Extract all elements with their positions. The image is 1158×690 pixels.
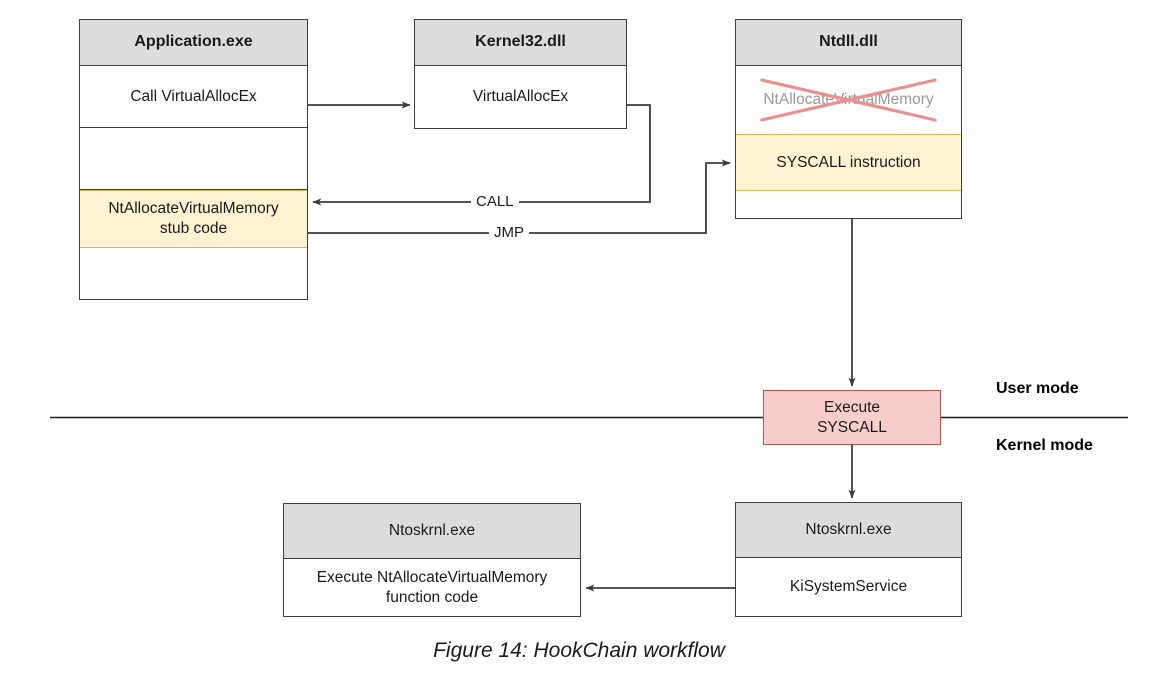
edge-label-jmp: JMP (489, 224, 529, 241)
application-row-empty-2 (80, 248, 307, 299)
edge-label-call: CALL (471, 193, 519, 210)
ntoskrnl-left-body-line-2: function code (385, 588, 479, 606)
application-stub-line-2: stub code (159, 220, 228, 237)
label-kernel-mode: Kernel mode (996, 437, 1093, 454)
label-user-mode: User mode (996, 380, 1079, 397)
edge-label-jmp-text: JMP (494, 224, 524, 241)
edge-stub-jmp-to-ntdll (308, 159, 731, 234)
kernel32-row-virtualallocex[interactable]: VirtualAllocEx (472, 88, 569, 106)
edge-label-call-text: CALL (476, 193, 514, 210)
kernel32-dll-title: Kernel32.dll (415, 20, 626, 66)
execute-syscall-line-2: SYSCALL (817, 418, 887, 436)
ntdll-row-empty (736, 191, 961, 218)
ntdll-row-syscall-instruction[interactable]: SYSCALL instruction (736, 134, 961, 191)
figure-caption: Figure 14: HookChain workflow (433, 639, 725, 662)
strikeout-cross-icon (760, 78, 937, 122)
ntoskrnl-left-title: Ntoskrnl.exe (284, 504, 580, 559)
box-ntdll-dll[interactable]: Ntdll.dll NtAllocateVirtualMemory SYSCAL… (735, 19, 962, 219)
box-execute-syscall[interactable]: Execute SYSCALL (763, 390, 941, 445)
ntdll-row-hooked-function[interactable]: NtAllocateVirtualMemory (736, 66, 961, 134)
box-ntoskrnl-exe-right[interactable]: Ntoskrnl.exe KiSystemService (735, 502, 962, 617)
application-row-empty-1 (80, 128, 307, 190)
execute-syscall-line-1: Execute (823, 399, 880, 417)
application-row-stub-code[interactable]: NtAllocateVirtualMemory stub code (80, 190, 307, 248)
ntoskrnl-left-body-line-1: Execute NtAllocateVirtualMemory (316, 568, 548, 586)
box-application-exe[interactable]: Application.exe Call VirtualAllocEx NtAl… (79, 19, 308, 300)
ntdll-dll-title: Ntdll.dll (736, 20, 961, 66)
ntoskrnl-right-title: Ntoskrnl.exe (736, 503, 961, 558)
application-exe-title: Application.exe (80, 20, 307, 66)
ntoskrnl-left-row-function-code[interactable]: Execute NtAllocateVirtualMemory function… (284, 559, 580, 616)
ntoskrnl-right-row-kisystemservice[interactable]: KiSystemService (789, 578, 908, 596)
application-row-call-virtualallocex[interactable]: Call VirtualAllocEx (80, 66, 307, 128)
box-kernel32-dll[interactable]: Kernel32.dll VirtualAllocEx (414, 19, 627, 129)
application-stub-line-1: NtAllocateVirtualMemory (108, 200, 279, 218)
box-ntoskrnl-exe-left[interactable]: Ntoskrnl.exe Execute NtAllocateVirtualMe… (283, 503, 581, 617)
